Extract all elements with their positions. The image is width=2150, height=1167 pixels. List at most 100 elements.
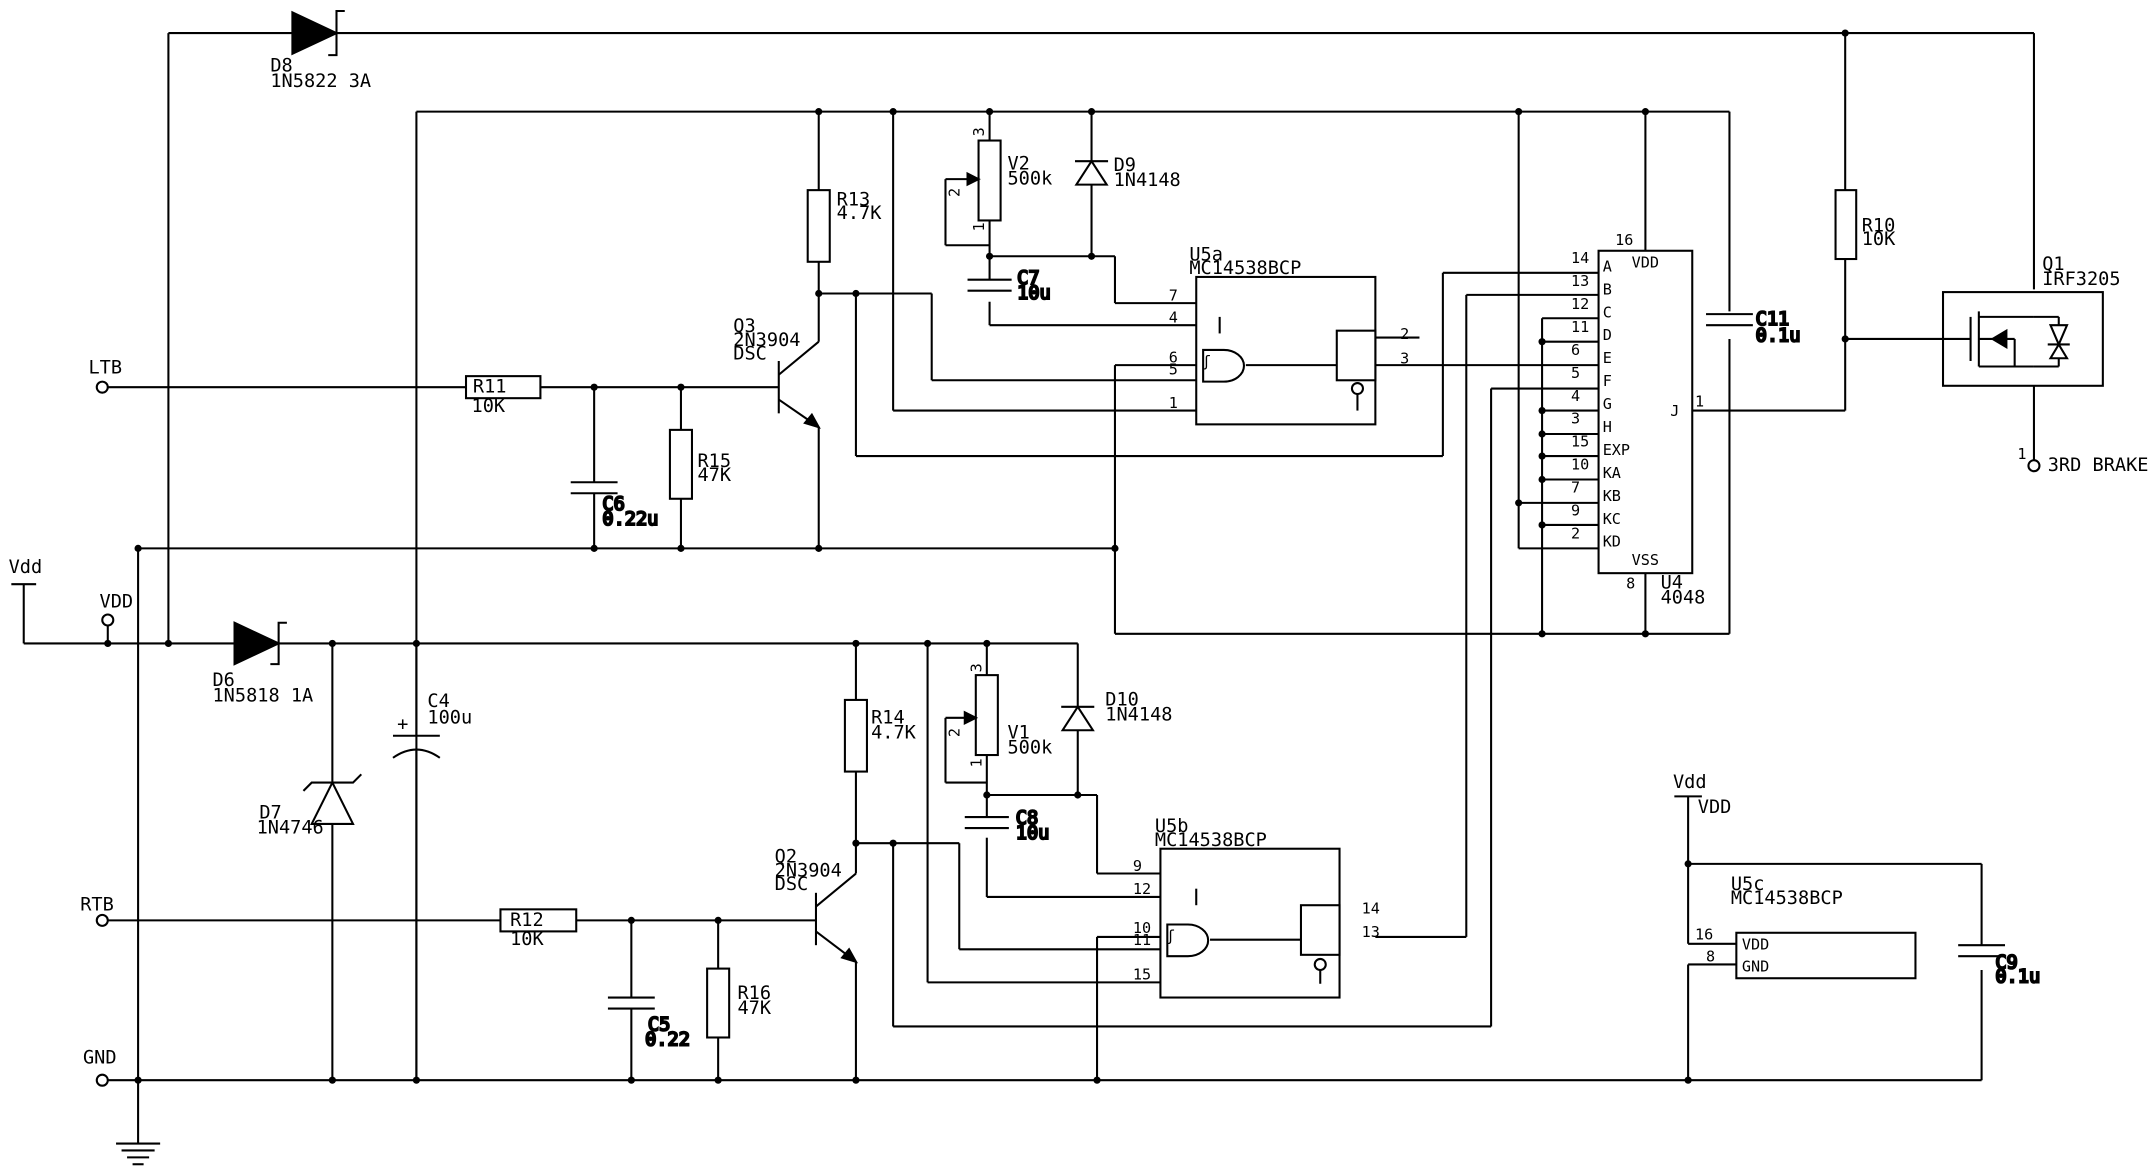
u4-pin-number: 9 (1571, 502, 1580, 520)
port-gnd[interactable]: GND (83, 1048, 117, 1087)
c8-value: 10u (1016, 823, 1050, 844)
resistor-r11[interactable]: R11 10K (464, 375, 542, 417)
v1-pin-1-label: 1 (967, 758, 985, 767)
u4-pin-name: A (1603, 257, 1612, 275)
u4-pin-number: 3 (1571, 410, 1580, 428)
transistor-q3[interactable]: Q3 2N3904 DSC (733, 316, 821, 429)
d7-ref: D7 (259, 802, 281, 823)
q3-ref: Q3 (733, 316, 755, 337)
u4-ref: U4 (1661, 572, 1683, 593)
v1-pin-3-label: 3 (967, 663, 985, 672)
u4-pin-name: KC (1603, 510, 1621, 528)
r10-ref: R10 (1862, 215, 1896, 236)
u4-pin-number: 11 (1571, 318, 1589, 336)
r13-value: 4.7K (837, 203, 883, 224)
v1-value: 500k (1007, 738, 1052, 759)
port-rtb[interactable]: RTB (80, 895, 114, 927)
port-ltb-label: LTB (88, 357, 122, 378)
u5b-pin-15: 15 (1133, 966, 1151, 984)
u5b-ref: U5b (1155, 816, 1189, 837)
ic-u5a[interactable]: ʃ U5a MC14538BCP 7 4 6 5 1 2 3 (1169, 244, 1410, 426)
c5-value: 0.22 (645, 1030, 690, 1051)
u4-pin-name: B (1603, 280, 1612, 298)
capacitor-c5[interactable]: C5 0.22 (607, 996, 691, 1052)
u4-pin-number: 13 (1571, 272, 1589, 290)
u4-vdd-label: VDD (1632, 253, 1659, 271)
u5a-value: MC14538BCP (1189, 258, 1301, 279)
d10-ref: D10 (1105, 689, 1139, 710)
capacitor-c7[interactable]: C7 10u (967, 267, 1052, 305)
port-3rd-brake-label: 3RD BRAKE (2048, 455, 2149, 476)
u4-pin-name: D (1603, 326, 1612, 344)
resistor-r13[interactable]: R13 4.7K (806, 189, 883, 263)
c8-ref: C8 (1016, 808, 1038, 829)
u5c-pin-16-name: VDD (1742, 935, 1769, 953)
port-3rd-brake-pin: 1 (2017, 445, 2026, 463)
u5c-ref: U5c (1731, 874, 1765, 895)
u5c-pin-8: 8 (1706, 948, 1715, 966)
u5a-pin-6: 6 (1169, 348, 1178, 366)
r15-ref: R15 (697, 451, 731, 472)
r14-ref: R14 (871, 707, 905, 728)
r12-value: 10K (510, 929, 544, 950)
d7-value: 1N4746 (257, 818, 324, 839)
u5a-pin-5: 5 (1169, 361, 1178, 379)
vdd-supply-symbol: Vdd (9, 557, 42, 586)
d6-ref: D6 (212, 670, 234, 691)
capacitor-c9[interactable]: C9 0.1u (1958, 944, 2041, 988)
u4-pin-number: 7 (1571, 479, 1580, 497)
junction-dots (104, 29, 1849, 1084)
potentiometer-v2[interactable]: 3 2 1 V2 500k (945, 127, 1052, 231)
v2-pin-1-label: 1 (970, 222, 988, 231)
u4-value: 4048 (1661, 587, 1706, 608)
u5a-pin-3: 3 (1400, 350, 1409, 368)
u4-pin-name: G (1603, 395, 1612, 413)
transistor-q2[interactable]: Q2 2N3904 DSC (775, 847, 859, 964)
diode-d8[interactable]: D8 1N5822 3A (270, 9, 371, 92)
capacitor-c4[interactable]: + C4 100u (392, 691, 472, 759)
u4-pin-name: E (1603, 349, 1612, 367)
capacitor-c8[interactable]: C8 10u (964, 807, 1050, 845)
d6-value: 1N5818 1A (212, 685, 313, 706)
ic-u5c[interactable]: U5c MC14538BCP 16 VDD 8 GND (1695, 874, 1917, 980)
u4-pin-top: 16 (1615, 231, 1633, 249)
u5b-pin-11: 11 (1133, 931, 1151, 949)
resistor-r14[interactable]: R14 4.7K (843, 698, 917, 773)
q3-value: 2N3904 (733, 330, 800, 351)
u5b-pin-13: 13 (1362, 923, 1380, 941)
u4-pin-number: 15 (1571, 433, 1589, 451)
q1-value: IRF3205 (2042, 269, 2120, 290)
resistor-r10[interactable]: R10 10K (1834, 189, 1897, 261)
capacitor-c6[interactable]: C6 0.22u (570, 481, 659, 531)
port-vdd-node[interactable]: VDD (100, 592, 134, 627)
c9-value: 0.1u (1995, 966, 2040, 987)
resistor-r12[interactable]: R12 10K (499, 908, 578, 950)
resistor-r16[interactable]: R16 47K (706, 967, 772, 1039)
u4-out-label: J (1670, 402, 1679, 420)
r13-ref: R13 (837, 189, 871, 210)
u5a-schmitt-glyph: ʃ (1202, 352, 1211, 370)
v1-ref: V1 (1007, 723, 1029, 744)
diode-d9[interactable]: D9 1N4148 (1074, 155, 1181, 191)
diode-d6[interactable]: D6 1N5818 1A (212, 621, 313, 707)
r15-value: 47K (697, 465, 731, 486)
ic-u5b[interactable]: ʃ U5b MC14538BCP 9 12 10 11 15 14 13 (1133, 816, 1380, 999)
potentiometer-v1[interactable]: 3 2 1 V1 500k (945, 663, 1052, 767)
q3-sub: DSC (733, 344, 767, 365)
capacitor-c11[interactable]: C11 0.1u (1706, 308, 1801, 348)
u4-pin-name: EXP (1603, 441, 1630, 459)
u5c-pin-16: 16 (1695, 926, 1713, 944)
resistor-r15[interactable]: R15 47K (668, 428, 732, 500)
zener-d7[interactable]: D7 1N4746 (257, 773, 363, 839)
port-ltb[interactable]: LTB (88, 357, 122, 394)
port-3rd-brake[interactable]: 1 3RD BRAKE (2017, 445, 2148, 476)
r16-ref: R16 (737, 983, 771, 1004)
u5c-vdd-symbol-label: Vdd (1673, 772, 1707, 793)
u5b-pin-10: 10 (1133, 919, 1151, 937)
u4-pin-name: F (1603, 372, 1612, 390)
diode-d10[interactable]: D10 1N4148 (1060, 689, 1172, 732)
mosfet-q1[interactable]: Q1 IRF3205 (1941, 254, 2121, 387)
d9-value: 1N4148 (1114, 170, 1181, 191)
